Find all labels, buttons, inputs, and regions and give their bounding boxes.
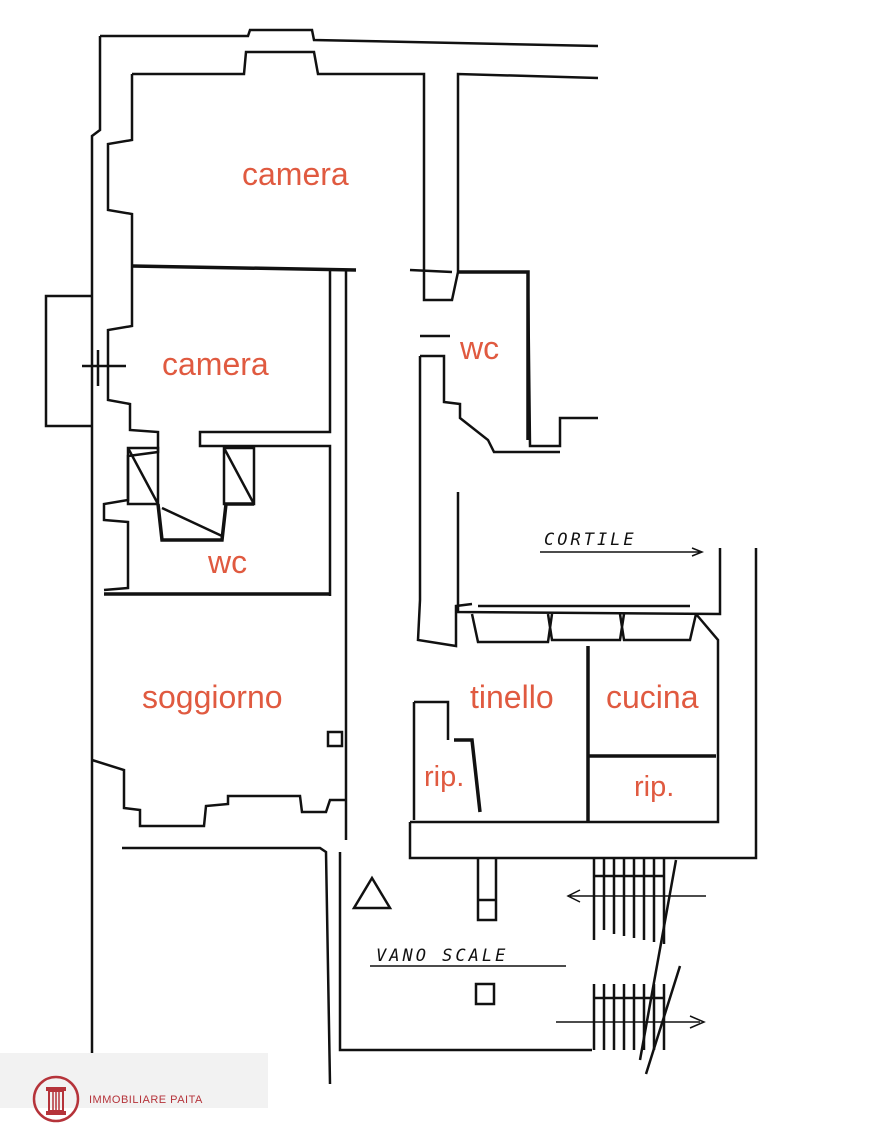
triangle-symbol [351,875,393,910]
column-logo-icon [32,1075,80,1123]
wardrobe-left [126,446,160,506]
closet-diagonal [161,506,223,538]
wall-cortile [456,492,722,616]
room-cucina: cucina [606,679,699,715]
window-mark [82,350,126,386]
stair-landing [476,858,498,922]
label-cortile: CORTILE [544,530,637,550]
wall-corridor-right [409,268,598,448]
room-wc-upper: wc [460,330,500,366]
wall-right-outer [408,548,758,860]
wardrobe-right [222,446,256,506]
wall-rip-left [454,738,482,813]
wall-wc-left [416,334,560,648]
room-tinello: tinello [470,679,554,715]
stair-diagonal [638,859,682,1075]
stairs-lower [592,984,666,1050]
arrow-stair-up [566,889,706,903]
corridor-post [326,730,344,748]
wall-camera-divider [131,264,357,272]
room-camera-top: camera [242,156,349,192]
room-soggiorno: soggiorno [142,679,283,715]
stairs-upper [592,858,666,944]
wall-wc-upper [458,270,530,440]
wall-top-outer [100,28,599,48]
stair-post [474,982,496,1006]
room-rip-left: rip. [424,761,465,793]
wall-tinello-cucina [586,646,716,822]
wall-soggiorno-bottom [91,758,346,828]
closet-lower [156,502,254,542]
room-rip-right: rip. [634,771,675,803]
arrow-cortile [540,547,705,557]
wall-lower-left [122,846,592,1085]
arrow-stair-down [556,1015,706,1029]
wall-kitchen-block [410,613,720,824]
wall-left-outer [90,36,102,1084]
wall-corridor-left [198,270,348,840]
wall-top-inner [132,50,599,302]
logo-text: IMMOBILIARE PAITA [89,1094,203,1106]
wall-left-inner [102,74,160,592]
room-camera-mid: camera [162,346,269,382]
wall-tinello-left [412,700,450,820]
bay-window [44,294,92,428]
label-vano-scale: VANO SCALE [376,946,509,966]
room-wc-lower: wc [208,544,248,580]
